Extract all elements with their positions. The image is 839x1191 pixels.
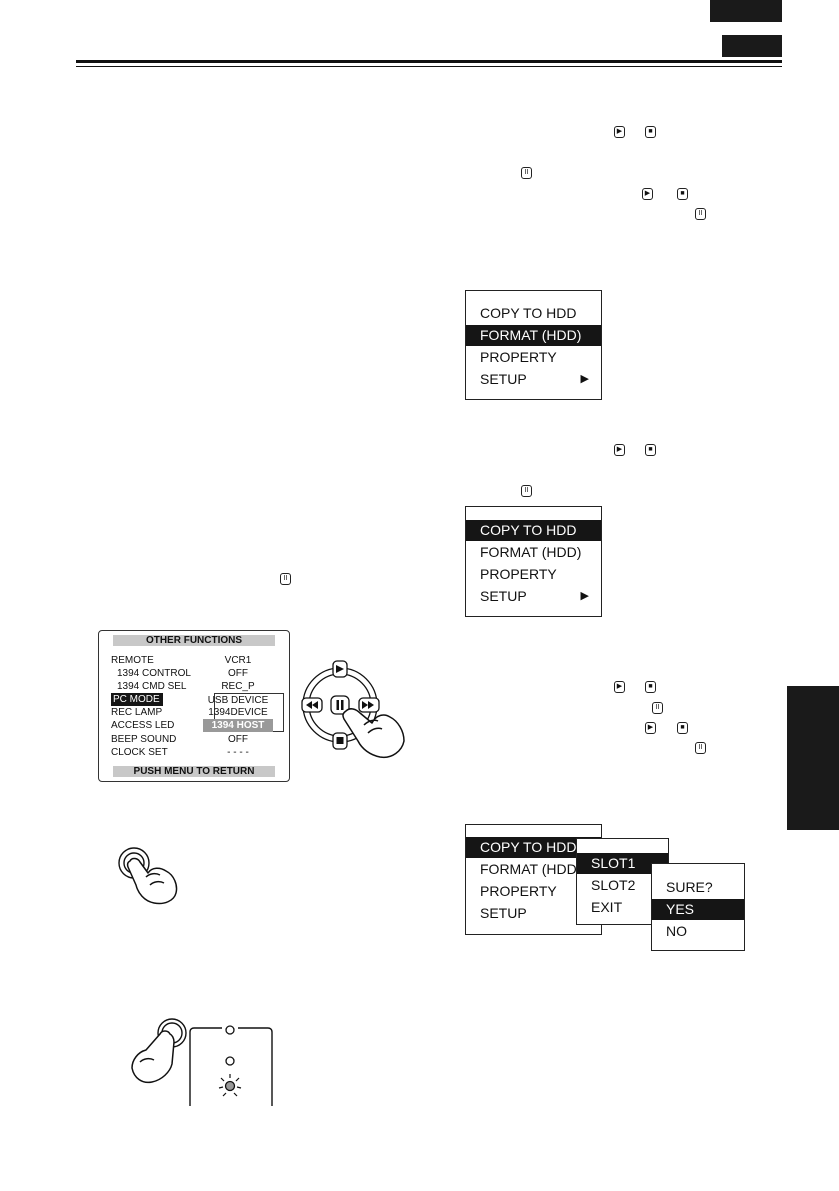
osd-row-value: REC_P (221, 681, 255, 692)
hand-press-button-illustration (118, 847, 178, 905)
header-rule-thin (76, 66, 782, 67)
header-rule-thick (76, 60, 782, 63)
play-button-icon: ▶ (614, 126, 625, 138)
hand-pointer-icon (342, 708, 405, 759)
osd-footer: PUSH MENU TO RETURN (113, 766, 275, 777)
play-button-icon: ▶ (642, 188, 653, 200)
osd-row-label: 1394 CONTROL (117, 668, 191, 679)
confirm-yes[interactable]: YES (652, 899, 744, 920)
submenu-arrow-icon: ▶ (580, 590, 589, 602)
confirm-question: SURE? (666, 879, 713, 895)
led-panel-illustration (131, 1018, 273, 1106)
menu-item[interactable]: PROPERTY (480, 883, 557, 899)
led-panel-outline (189, 1027, 273, 1106)
pause-button-icon: II (521, 167, 532, 179)
pause-button-icon: II (695, 208, 706, 220)
stop-button-icon: ■ (677, 188, 688, 200)
menu-item[interactable]: SETUP▶ (466, 586, 601, 607)
menu-item[interactable]: FORMAT (HDD) (480, 544, 582, 560)
header-tab-bottom (722, 35, 782, 57)
osd-row-label: BEEP SOUND (111, 734, 177, 745)
pause-button-icon: II (521, 485, 532, 497)
submenu-item[interactable]: SLOT2 (591, 877, 636, 893)
stop-button-icon: ■ (645, 444, 656, 456)
dpad-up-button-icon (332, 660, 348, 678)
led-indicator-icon (225, 1025, 235, 1035)
osd-title: OTHER FUNCTIONS (113, 635, 275, 646)
stop-button-icon: ■ (645, 126, 656, 138)
slot-submenu: SLOT1 SLOT2 EXIT (576, 838, 669, 925)
header-tab-top (710, 0, 782, 22)
submenu-item[interactable]: EXIT (591, 899, 623, 915)
led-indicator-lit-icon (218, 1074, 242, 1097)
stop-button-icon: ■ (645, 681, 656, 693)
menu-item[interactable]: PROPERTY (480, 349, 557, 365)
chapter-side-tab (787, 686, 839, 830)
osd-option[interactable]: 1394DEVICE (208, 707, 268, 718)
hand-pointer-icon (126, 857, 178, 905)
osd-row-value: OFF (228, 668, 248, 679)
pause-button-icon: II (695, 742, 706, 754)
osd-option-selected[interactable]: 1394 HOST (203, 719, 273, 732)
osd-row-label: REC LAMP (111, 707, 163, 718)
submenu-arrow-icon: ▶ (580, 373, 589, 385)
other-functions-osd: OTHER FUNCTIONS REMOTE VCR1 1394 CONTROL… (98, 630, 290, 782)
led-indicator-icon (225, 1056, 235, 1066)
play-button-icon: ▶ (614, 444, 625, 456)
osd-row-label-selected[interactable]: PC MODE (111, 693, 163, 706)
osd-option[interactable]: USB DEVICE (207, 695, 269, 706)
direction-pad-illustration (301, 660, 405, 759)
osd-row-value: - - - - (227, 747, 249, 758)
pause-button-icon: II (280, 573, 291, 585)
dpad-down-button-icon (332, 732, 348, 750)
dpad-ff-button-icon (358, 697, 380, 713)
osd-row-label: REMOTE (111, 655, 154, 666)
hdd-menu-copy-selected: COPY TO HDD FORMAT (HDD) PROPERTY SETUP▶ (465, 506, 602, 617)
play-button-icon: ▶ (614, 681, 625, 693)
osd-row-label: 1394 CMD SEL (117, 681, 187, 692)
osd-row-label: ACCESS LED (111, 720, 175, 731)
osd-row-value: OFF (228, 734, 248, 745)
dpad-rewind-button-icon (301, 697, 323, 713)
osd-row-label: CLOCK SET (111, 747, 168, 758)
menu-item[interactable]: FORMAT (HDD (480, 861, 577, 877)
confirm-no[interactable]: NO (666, 923, 687, 939)
menu-item-selected[interactable]: COPY TO HDD (466, 837, 601, 858)
menu-item[interactable]: SETUP (480, 905, 527, 921)
dpad-center-pause-button-icon (330, 695, 350, 715)
menu-item[interactable]: SETUP▶ (466, 369, 601, 390)
submenu-item-selected[interactable]: SLOT1 (577, 853, 668, 874)
confirm-dialog: SURE? YES NO (651, 863, 745, 951)
hdd-menu-format-selected: COPY TO HDD FORMAT (HDD) PROPERTY SETUP▶ (465, 290, 602, 400)
osd-row-value: VCR1 (224, 655, 252, 666)
menu-item[interactable]: COPY TO HDD (480, 305, 577, 321)
menu-item-selected[interactable]: FORMAT (HDD) (466, 325, 601, 346)
pause-button-icon: II (652, 702, 663, 714)
stop-button-icon: ■ (677, 722, 688, 734)
menu-item[interactable]: PROPERTY (480, 566, 557, 582)
play-button-icon: ▶ (645, 722, 656, 734)
hand-pointer-icon (131, 1030, 175, 1084)
menu-item-selected[interactable]: COPY TO HDD (466, 520, 601, 541)
